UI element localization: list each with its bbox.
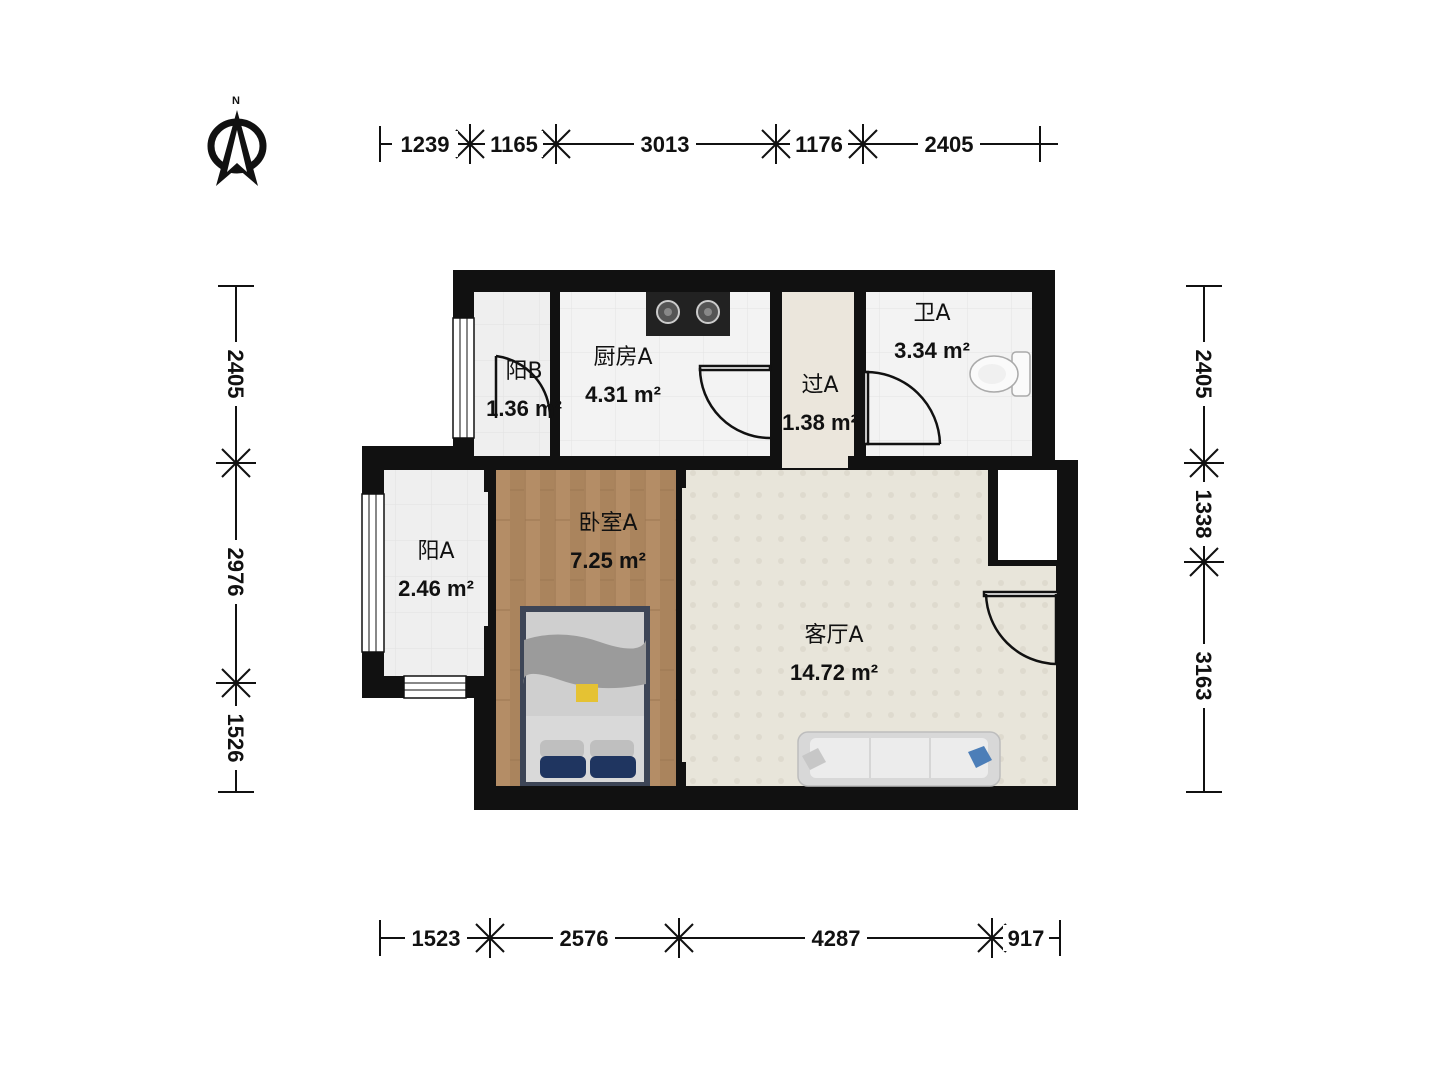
room-label-hallway: 过A 1.38 m² <box>782 373 858 435</box>
dim-left-1: 2405 <box>223 350 248 399</box>
room-label-bathroom: 卫A 3.34 m² <box>894 301 970 363</box>
dimension-labels-right: 2405 1338 3163 <box>1191 342 1217 708</box>
dim-left-2: 2976 <box>223 548 248 597</box>
room-name-balcony-b: 阳B <box>505 359 542 384</box>
stove-icon <box>646 292 730 336</box>
interior-walls <box>484 292 998 786</box>
dimension-line-bottom <box>379 918 1061 958</box>
window-balcony-a-left <box>361 493 385 653</box>
window-balcony-a-bottom <box>403 675 467 699</box>
room-name-balcony-a: 阳A <box>417 539 454 564</box>
room-label-balcony-b: 阳B 1.36 m² <box>486 359 562 421</box>
window-balcony-b <box>452 317 475 439</box>
dim-top-5: 2405 <box>925 132 974 157</box>
dim-bottom-3: 4287 <box>812 926 861 951</box>
dim-top-4: 1176 <box>795 132 843 157</box>
dimension-labels-top: 1239 1165 3013 1176 2405 <box>392 131 980 157</box>
room-label-bedroom: 卧室A 7.25 m² <box>570 511 646 573</box>
floor-balcony-a <box>384 470 488 676</box>
room-area-balcony-a: 2.46 m² <box>398 576 474 601</box>
dim-right-1: 2405 <box>1191 350 1216 399</box>
toilet-icon <box>969 351 1031 397</box>
north-label: N <box>232 95 240 107</box>
dim-top-2: 1165 <box>490 132 538 157</box>
room-name-kitchen: 厨房A <box>593 345 652 370</box>
door-bathroom <box>862 370 942 446</box>
room-area-bathroom: 3.34 m² <box>894 338 970 363</box>
north-arrow-icon: N <box>207 95 267 186</box>
room-area-kitchen: 4.31 m² <box>585 382 661 407</box>
room-area-bedroom: 7.25 m² <box>570 548 646 573</box>
room-name-bathroom: 卫A <box>913 301 950 326</box>
dim-right-2: 1338 <box>1191 490 1216 539</box>
dim-bottom-2: 2576 <box>560 926 609 951</box>
door-entrance <box>982 590 1060 666</box>
dim-bottom-1: 1523 <box>412 926 461 951</box>
dim-bottom-4: 917 <box>1008 926 1045 951</box>
room-area-balcony-b: 1.36 m² <box>486 396 562 421</box>
room-label-balcony-a: 阳A 2.46 m² <box>398 539 474 601</box>
door-kitchen <box>698 364 772 440</box>
door-balcony-b <box>494 354 552 419</box>
room-name-living: 客厅A <box>804 623 863 648</box>
room-area-hallway: 1.38 m² <box>782 410 858 435</box>
dimension-labels-left: 2405 2976 1526 <box>223 342 249 770</box>
room-label-living: 客厅A 14.72 m² <box>790 623 878 685</box>
floor-balcony-b <box>474 292 550 456</box>
dim-top-3: 3013 <box>641 132 690 157</box>
room-name-hallway: 过A <box>801 373 838 398</box>
room-name-bedroom: 卧室A <box>578 511 637 536</box>
floor-hallway <box>782 292 854 468</box>
dimension-labels-bottom: 1523 2576 4287 917 <box>405 925 1049 951</box>
sofa-icon <box>797 731 1001 787</box>
room-label-kitchen: 厨房A 4.31 m² <box>585 345 661 407</box>
dim-top-1: 1239 <box>401 132 450 157</box>
bed-icon <box>520 606 650 786</box>
dim-left-3: 1526 <box>223 714 248 763</box>
dim-right-3: 3163 <box>1191 652 1216 701</box>
room-area-living: 14.72 m² <box>790 660 878 685</box>
